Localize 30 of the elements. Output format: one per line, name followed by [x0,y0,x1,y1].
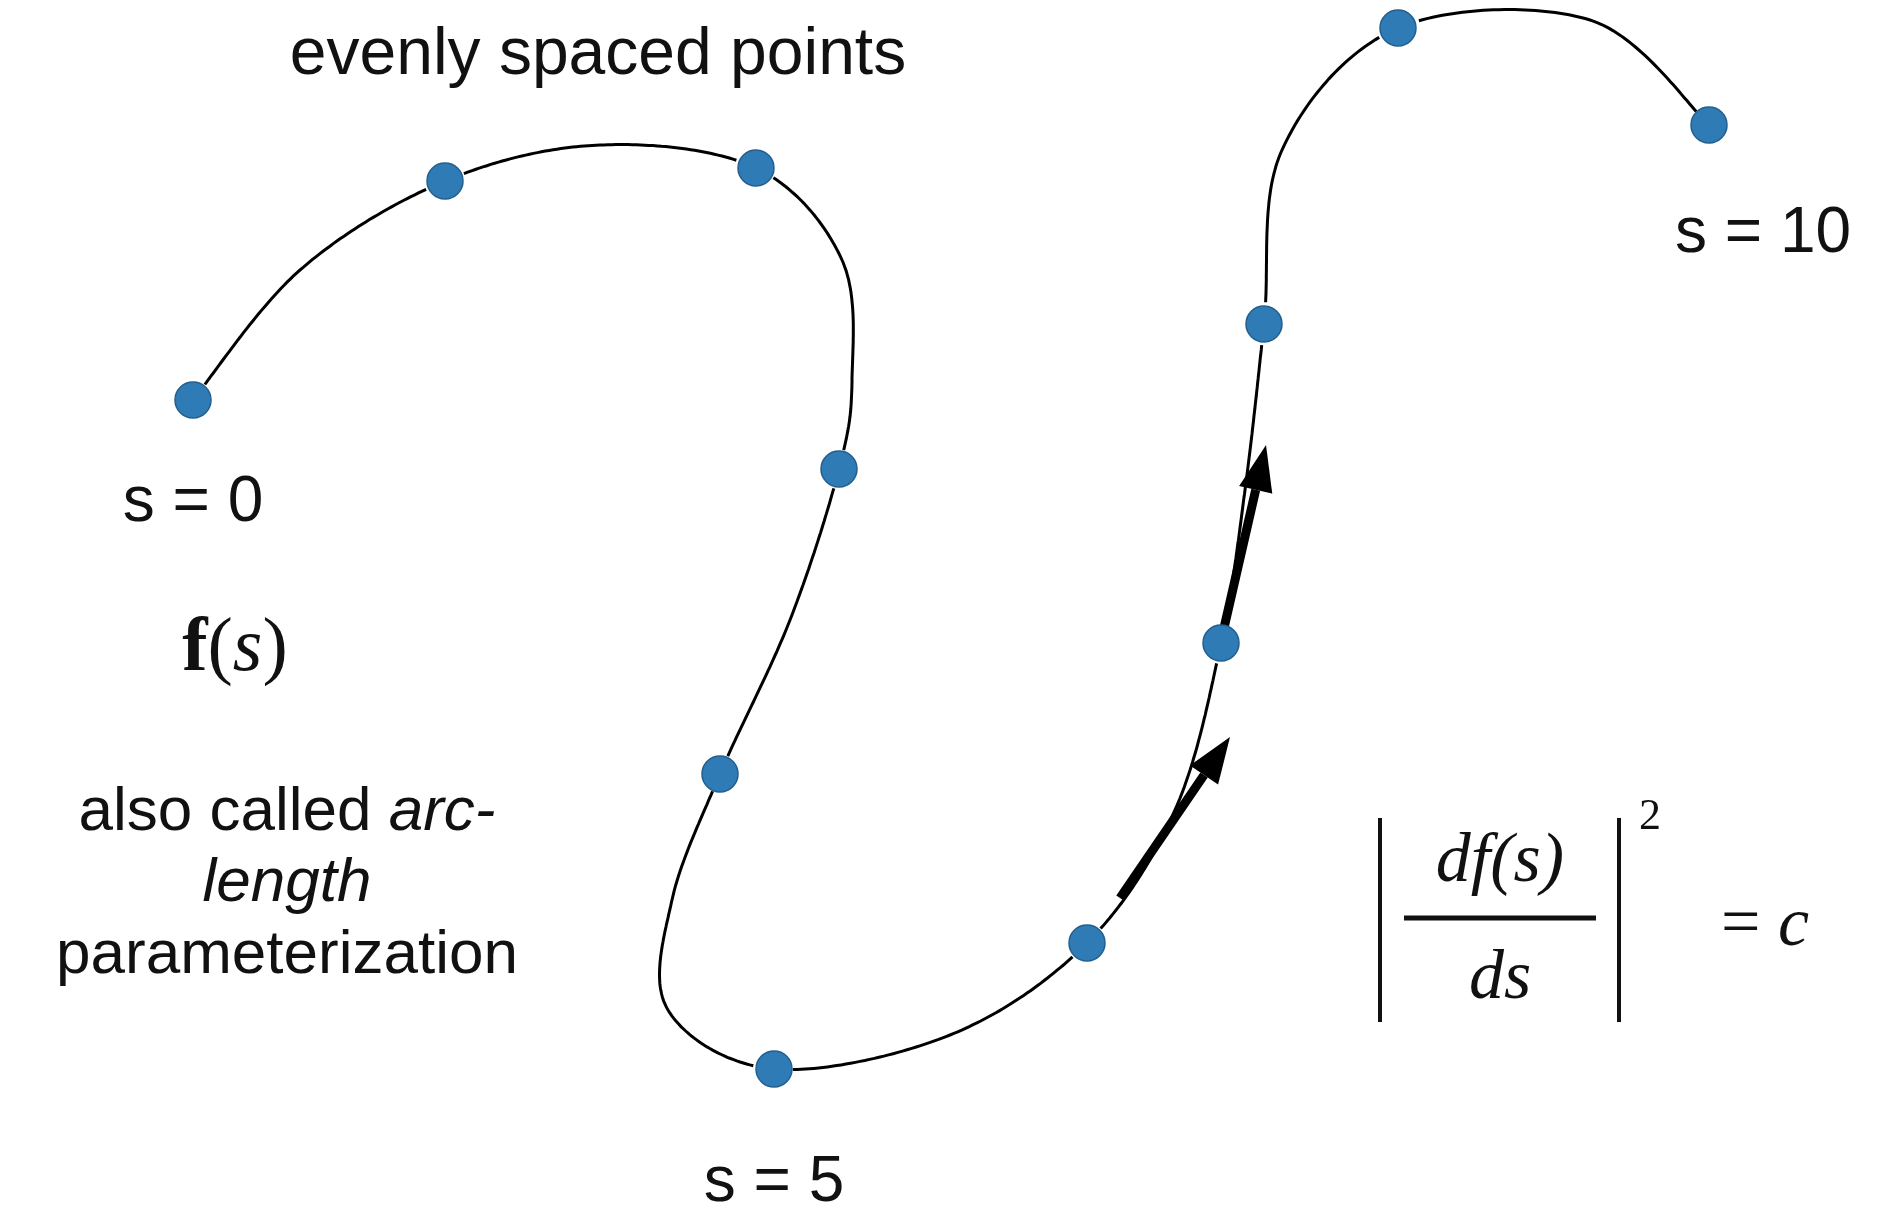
parameter-label: s = 0 [122,463,264,537]
equation-text: = c [1720,881,1810,962]
numerator-text: df(s) [1435,817,1565,898]
curve-segment [203,187,427,386]
curve-segment [658,790,754,1068]
curve-segment [792,955,1074,1072]
parameter-label: s = 5 [703,1143,845,1207]
point-dot [1379,9,1417,47]
curve-segment [772,176,855,451]
description-text: also called arc-length parameterization [55,773,519,987]
point-dot [820,450,858,488]
curve-segment [1418,8,1698,113]
function-label: f(s) [182,601,288,689]
curve-segment [726,487,836,757]
point-dot [701,755,739,793]
denominator-text: ds [1468,934,1532,1015]
point-dot [426,162,464,200]
curve-segment [1264,36,1380,303]
point-dot [174,381,212,419]
point-dot [1068,924,1106,962]
curve-segment [1099,663,1219,930]
point-dot [755,1050,793,1088]
point-dot [1202,624,1240,662]
point-dot [1245,305,1283,343]
point-dot [1690,106,1728,144]
heading-text: evenly spaced points [289,14,907,90]
parameter-label: s = 10 [1674,194,1852,268]
exponent-text: 2 [1639,789,1661,841]
curve-segment [463,143,737,175]
point-dot [737,149,775,187]
